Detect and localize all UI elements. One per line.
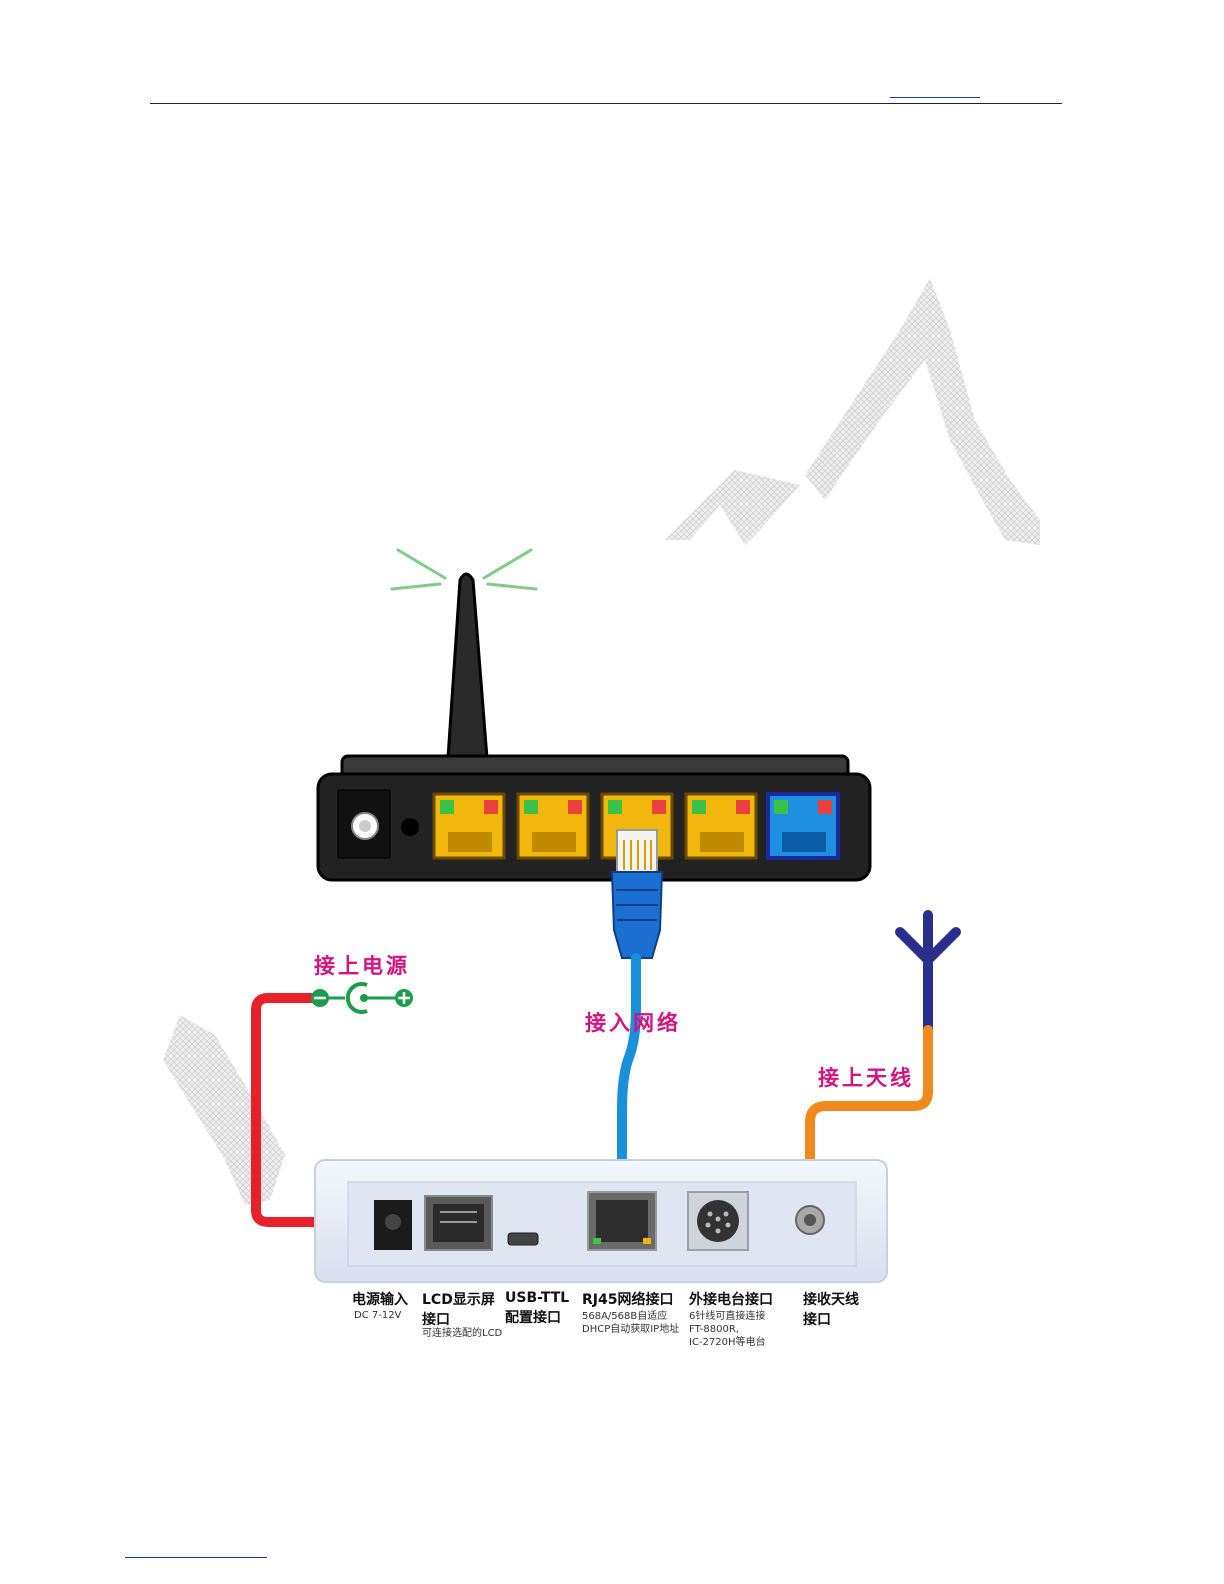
lan-port — [518, 794, 588, 858]
port-sub-power: DC 7-12V — [354, 1309, 401, 1322]
port-sub-rj45: 568A/568B自适应 DHCP自动获取IP地址 — [582, 1310, 679, 1336]
lan-port — [434, 794, 504, 858]
usb-port — [508, 1233, 538, 1245]
power-callout: 接上电源 — [314, 956, 410, 977]
router-antenna — [448, 574, 487, 758]
router-icon — [318, 550, 870, 880]
port-label-rj45: RJ45网络接口 — [582, 1290, 673, 1310]
dc-polarity-icon — [311, 984, 413, 1012]
antenna-port — [796, 1206, 824, 1234]
port-label-usb: USB-TTL 配置接口 — [505, 1288, 569, 1328]
port-label-power: 电源输入 — [352, 1290, 408, 1310]
antenna-icon — [900, 915, 956, 1030]
dc-jack — [374, 1200, 412, 1250]
port-sub-lcd: 可连接选配的LCD — [422, 1327, 502, 1340]
lcd-port — [425, 1196, 492, 1250]
rj45-plug — [612, 830, 662, 958]
wan-port — [768, 794, 838, 858]
lan-port — [686, 794, 756, 858]
antenna-callout: 接上天线 — [818, 1068, 914, 1089]
port-label-antenna: 接收天线 接口 — [803, 1290, 859, 1330]
port-label-radio: 外接电台接口 — [689, 1290, 773, 1310]
network-callout: 接入网络 — [585, 1013, 681, 1034]
receiver-device — [315, 1160, 887, 1282]
port-label-lcd: LCD显示屏 接口 — [422, 1290, 495, 1330]
rj45-port — [588, 1192, 656, 1250]
port-sub-radio: 6针线可直接连接 FT-8800R, IC-2720H等电台 — [689, 1310, 766, 1349]
radio-port — [688, 1192, 748, 1250]
